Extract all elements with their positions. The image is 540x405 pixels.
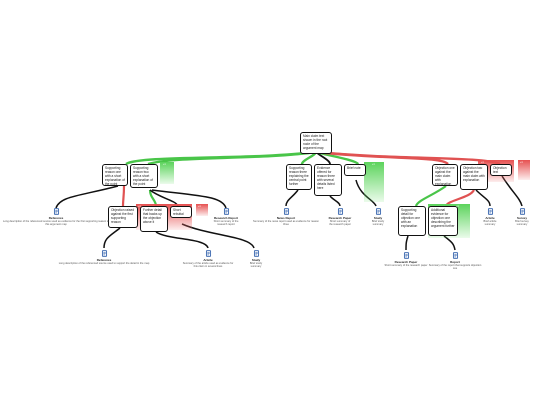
vote-count-i: +1 — [481, 161, 484, 164]
source-title[interactable]: Article — [485, 215, 495, 220]
claim-text-h: Brief note — [347, 166, 361, 170]
document-icon — [519, 208, 525, 215]
source-title[interactable]: Survey — [516, 215, 527, 220]
source-title[interactable]: Article — [203, 257, 213, 262]
connector-a-to-c — [121, 185, 126, 207]
vote-bar-f[interactable] — [364, 162, 384, 202]
source-description: Short summary of the research paper — [329, 219, 351, 226]
claim-node-e[interactable]: Short rebuttal — [170, 206, 192, 218]
claim-node-h[interactable]: Brief note — [344, 164, 366, 176]
connector-root-to-b — [147, 150, 317, 166]
connector-m-to-source11 — [443, 235, 456, 251]
source-description: Short summary of the research report — [213, 219, 239, 226]
source-description: Brief study summary — [371, 219, 385, 226]
connector-j-to-source10 — [475, 189, 491, 207]
vote-bar-h[interactable] — [196, 204, 208, 216]
source-title[interactable]: Research Paper — [328, 215, 352, 220]
claim-node-c[interactable]: Objection raised against the first suppo… — [108, 206, 138, 228]
connector-e-to-source5 — [181, 223, 255, 249]
claim-text-a: Supporting reason one with a short expla… — [105, 166, 125, 186]
connector-f-to-source6 — [285, 189, 299, 207]
document-icon — [283, 208, 289, 215]
claim-text-e: Short rebuttal — [173, 208, 184, 216]
claim-node-root[interactable]: Main claim text shown in the root node o… — [300, 132, 332, 154]
claim-text-root: Main claim text shown in the root node o… — [303, 134, 328, 150]
connector-l-to-source9 — [405, 235, 409, 251]
source-description: Brief survey summary — [515, 219, 529, 226]
document-icon — [403, 252, 409, 259]
source-description: Brief article summary — [483, 219, 497, 226]
claim-text-k: Objection text — [493, 166, 507, 174]
source-title[interactable]: Reference — [96, 257, 112, 262]
claim-text-b: Supporting reason two with a short expla… — [133, 166, 153, 186]
claim-node-f[interactable]: Supporting reason three explaining the c… — [286, 164, 312, 190]
vote-bar-k[interactable] — [518, 160, 530, 180]
claim-text-c: Objection raised against the first suppo… — [111, 208, 135, 224]
document-icon — [487, 208, 493, 215]
claim-node-d[interactable]: Further detail that backs up the objecti… — [140, 206, 168, 232]
source-title[interactable]: Study — [373, 215, 383, 220]
source-description: Summary of the article used as evidence … — [182, 261, 234, 268]
document-icon — [375, 208, 381, 215]
connector-d-to-source4 — [155, 231, 209, 249]
vote-count-l: +1 — [456, 205, 459, 208]
source-description: Short summary of the research paper — [384, 263, 428, 267]
document-icon — [337, 208, 343, 215]
vote-count-h: +1 — [198, 205, 201, 208]
vote-count-f: +1 — [372, 163, 375, 166]
claim-node-l[interactable]: Supporting detail for objection one with… — [398, 206, 426, 236]
document-icon — [205, 250, 211, 257]
source-title[interactable]: Research Paper — [394, 259, 418, 264]
claim-text-i: Objection one against the main claim wit… — [435, 166, 455, 186]
source-description: Brief study summary — [249, 261, 263, 268]
connector-c-to-source3 — [103, 227, 121, 249]
claim-text-f: Supporting reason three explaining the c… — [289, 166, 309, 186]
vote-count-k: +1 — [520, 161, 523, 164]
vote-count-a: +1 — [163, 163, 166, 166]
claim-node-k[interactable]: Objection text — [490, 164, 512, 176]
document-icon — [223, 208, 229, 215]
document-icon — [101, 250, 107, 257]
source-title[interactable]: Study — [251, 257, 261, 262]
vote-bar-a[interactable] — [160, 162, 174, 184]
claim-text-d: Further detail that backs up the objecti… — [143, 208, 162, 224]
claim-text-m: Additional evidence for objection one de… — [431, 208, 455, 228]
document-icon — [452, 252, 458, 259]
connector-i-to-l — [414, 185, 447, 207]
document-icon — [53, 208, 59, 215]
source-title[interactable]: News Report — [276, 215, 296, 220]
connector-g-to-source7 — [329, 195, 341, 207]
source-description: Long description of the referenced sourc… — [3, 219, 109, 226]
claim-text-l: Supporting detail for objection one with… — [401, 208, 420, 228]
document-icon — [253, 250, 259, 257]
source-description: Summary of the report that supports obje… — [428, 263, 482, 270]
claim-text-j: Objection two against the main claim wit… — [463, 166, 485, 182]
vote-count-c: +1 — [138, 205, 141, 208]
connector-a-to-source1 — [55, 185, 119, 209]
source-title[interactable]: Report — [450, 259, 460, 264]
claim-node-i[interactable]: Objection one against the main claim wit… — [432, 164, 458, 186]
source-title[interactable]: Research Report — [213, 215, 238, 220]
claim-node-j[interactable]: Objection two against the main claim wit… — [460, 164, 488, 190]
claim-node-g[interactable]: Evidence offered for reason three with s… — [314, 164, 342, 196]
claim-node-m[interactable]: Additional evidence for objection one de… — [428, 206, 458, 236]
claim-node-a[interactable]: Supporting reason one with a short expla… — [102, 164, 128, 186]
claim-node-b[interactable]: Supporting reason two with a short expla… — [130, 164, 158, 188]
source-title[interactable]: Reference — [48, 215, 64, 220]
source-description: Long description of the referenced sourc… — [58, 261, 150, 265]
claim-text-g: Evidence offered for reason three with s… — [317, 166, 335, 190]
source-description: Summary of the news report used as evide… — [253, 219, 319, 226]
connector-b-to-source2 — [151, 189, 227, 209]
